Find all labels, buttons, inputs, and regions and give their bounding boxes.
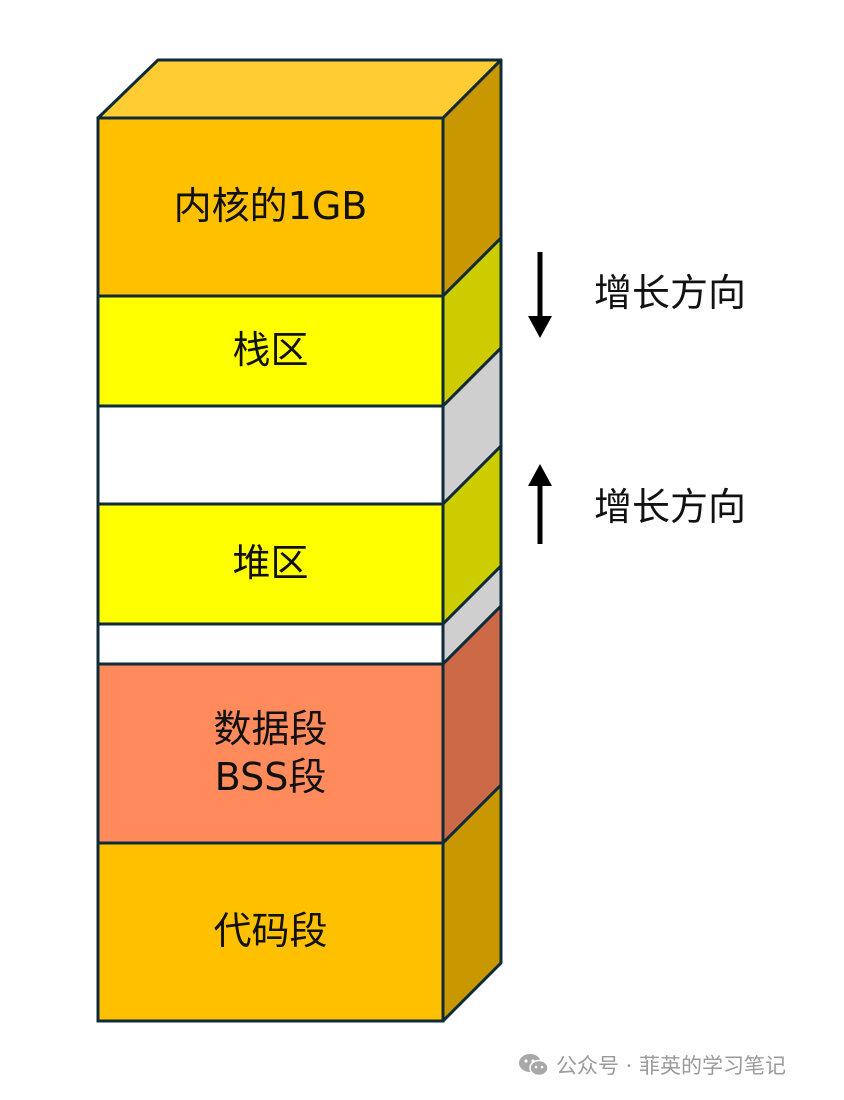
bss-label: BSS段 (214, 754, 327, 799)
data-segment-label: 数据段 BSS段 (98, 664, 443, 843)
watermark: 公众号 · 菲英的学习笔记 (518, 1050, 786, 1080)
stack-label: 栈区 (232, 328, 309, 373)
stack-growth-label: 增长方向 (594, 271, 747, 315)
arrow-down (528, 252, 552, 338)
block-top-face (96, 58, 503, 120)
heap-label: 堆区 (232, 541, 309, 586)
kernel-segment-front (96, 116, 445, 298)
kernel-label: 内核的1GB (173, 184, 368, 229)
watermark-text: 公众号 · 菲英的学习笔记 (556, 1054, 787, 1078)
code-segment-label: 代码段 (98, 843, 443, 1021)
data-segment-front (96, 662, 445, 845)
heap-growth-label: 增长方向 (594, 485, 747, 529)
code-segment-front (96, 841, 445, 1023)
stack-segment-label: 栈区 (98, 296, 443, 406)
data-label: 数据段 (213, 707, 328, 751)
code-label: 代码段 (213, 909, 328, 954)
wechat-icon (519, 1054, 549, 1077)
kernel-segment-label: 内核的1GB (98, 118, 443, 296)
stack-segment-front (96, 294, 445, 408)
gap2-segment-front (96, 622, 445, 666)
heap-segment-front (96, 502, 445, 626)
heap-segment-label: 堆区 (98, 504, 443, 624)
gap1-segment-front (96, 404, 445, 506)
arrow-up (528, 464, 552, 544)
